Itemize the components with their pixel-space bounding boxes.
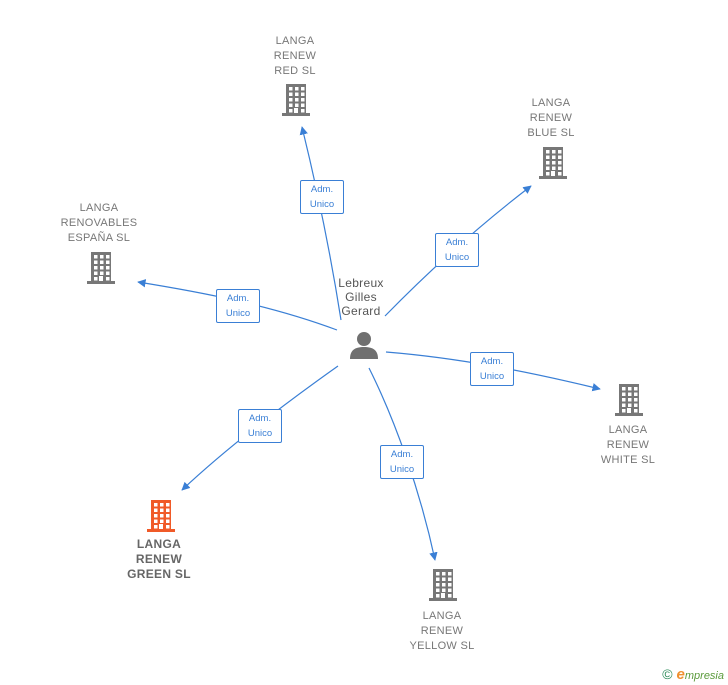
edge-label-red: Adm. Unico — [300, 180, 344, 214]
building-icon-white[interactable] — [615, 384, 643, 416]
brand-name: mpresia — [684, 670, 724, 682]
building-icon-red[interactable] — [282, 84, 310, 116]
building-icon-renovables[interactable] — [87, 252, 115, 284]
empresia-footer[interactable]: ©empresia — [662, 666, 724, 683]
edge-red — [299, 126, 342, 321]
person-icon[interactable] — [350, 332, 378, 359]
edge-label-yellow: Adm. Unico — [380, 445, 424, 479]
company-label-yellow[interactable]: LANGA RENEW YELLOW SL — [409, 610, 475, 652]
building-icon-yellow[interactable] — [429, 569, 457, 601]
building-icon-green[interactable] — [147, 500, 175, 532]
company-label-renovables[interactable]: LANGA RENOVABLES ESPAÑA SL — [60, 202, 138, 244]
edge-label-blue: Adm. Unico — [435, 233, 479, 267]
person-name-label[interactable]: Lebreux Gilles Gerard — [338, 276, 384, 318]
edge-label-green: Adm. Unico — [238, 409, 282, 443]
brand-initial: e — [676, 666, 685, 683]
edge-label-white: Adm. Unico — [470, 352, 514, 386]
copyright-icon: © — [662, 666, 673, 682]
edge-label-renovables: Adm. Unico — [216, 289, 260, 323]
company-label-red[interactable]: LANGA RENEW RED SL — [273, 35, 317, 77]
company-label-white[interactable]: LANGA RENEW WHITE SL — [600, 424, 656, 466]
company-label-green[interactable]: LANGA RENEW GREEN SL — [127, 537, 191, 581]
company-label-blue[interactable]: LANGA RENEW BLUE SL — [527, 97, 575, 139]
building-icon-blue[interactable] — [539, 147, 567, 179]
